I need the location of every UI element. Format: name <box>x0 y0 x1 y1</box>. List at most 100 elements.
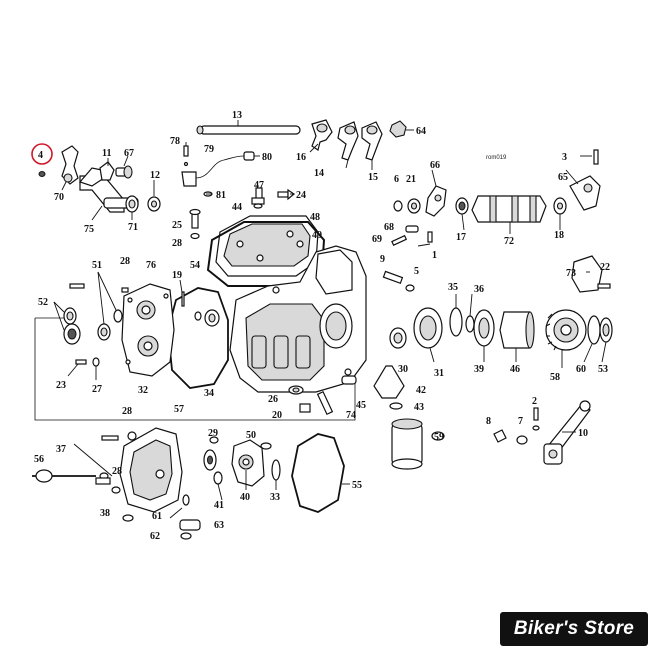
callout-18: 18 <box>554 230 564 241</box>
middle-small-parts <box>288 365 445 470</box>
callout-21: 21 <box>406 174 416 185</box>
callout-10: 10 <box>578 428 588 439</box>
nut-64 <box>389 120 414 138</box>
callout-69: 69 <box>372 234 382 245</box>
callout-33: 33 <box>270 492 280 503</box>
callout-2: 2 <box>532 396 537 407</box>
callout-78: 78 <box>170 136 180 147</box>
callout-60: 60 <box>576 364 586 375</box>
callout-58: 58 <box>550 372 560 383</box>
highlight-circle <box>31 143 53 165</box>
callout-72: 72 <box>504 236 514 247</box>
callout-52: 52 <box>38 297 48 308</box>
callout-34: 34 <box>204 388 214 399</box>
callout-57: 57 <box>174 404 184 415</box>
callout-26: 26 <box>268 394 278 405</box>
callout-27: 27 <box>92 384 102 395</box>
callout-62: 62 <box>150 531 160 542</box>
callout-14: 14 <box>314 168 324 179</box>
callout-39: 39 <box>474 364 484 375</box>
callout-75: 75 <box>84 224 94 235</box>
top-cover-48 <box>215 215 319 277</box>
shifter-forks <box>309 119 383 170</box>
callout-30: 30 <box>398 364 408 375</box>
callout-67: 67 <box>124 148 134 159</box>
callout-71: 71 <box>128 222 138 233</box>
callout-65: 65 <box>558 172 568 183</box>
callout-80: 80 <box>262 152 272 163</box>
callout-56: 56 <box>34 454 44 465</box>
callout-73: 73 <box>566 268 576 279</box>
callout-43: 43 <box>414 402 424 413</box>
callout-54: 54 <box>190 260 200 271</box>
callout-32: 32 <box>138 385 148 396</box>
callout-36: 36 <box>474 284 484 295</box>
callout-59: 59 <box>434 432 444 443</box>
callout-17: 17 <box>456 232 466 243</box>
callout-19: 19 <box>172 270 182 281</box>
callout-79: 79 <box>204 144 214 155</box>
callout-28b: 28 <box>120 256 130 267</box>
callout-37: 37 <box>56 444 66 455</box>
callout-31: 31 <box>434 368 444 379</box>
callout-15: 15 <box>368 172 378 183</box>
sensor-and-small-fasteners <box>181 142 296 240</box>
lower-middle-parts <box>203 433 350 513</box>
kicker-arm-parts <box>493 400 591 465</box>
shift-linkage-parts <box>38 145 161 221</box>
callout-23: 23 <box>56 380 66 391</box>
callout-50: 50 <box>246 430 256 441</box>
callout-46: 46 <box>510 364 520 375</box>
callout-7: 7 <box>518 416 523 427</box>
callout-29: 29 <box>208 428 218 439</box>
shift-drum-parts <box>391 149 601 247</box>
callout-64: 64 <box>416 126 426 137</box>
callout-3: 3 <box>562 152 567 163</box>
callout-20: 20 <box>272 410 282 421</box>
callout-45: 45 <box>356 400 366 411</box>
callout-74: 74 <box>346 410 356 421</box>
callout-53: 53 <box>598 364 608 375</box>
shaft-13 <box>196 120 301 135</box>
callout-70: 70 <box>54 192 64 203</box>
brand-logo-text: Biker's Store <box>513 618 635 639</box>
bearing-plate-76 <box>121 283 175 377</box>
callout-labels: 4 70 75 11 67 12 71 13 78 79 80 81 47 44… <box>34 110 610 542</box>
callout-40: 40 <box>240 492 250 503</box>
callout-16: 16 <box>296 152 306 163</box>
callout-55: 55 <box>352 480 362 491</box>
callout-8: 8 <box>486 416 491 427</box>
brand-logo: Biker's Store <box>500 612 648 646</box>
callout-28a: 28 <box>172 238 182 249</box>
callout-66: 66 <box>430 160 440 171</box>
callout-51: 51 <box>92 260 102 271</box>
callout-13: 13 <box>232 110 242 121</box>
callout-1: 1 <box>432 250 437 261</box>
callout-48: 48 <box>310 212 320 223</box>
callout-12: 12 <box>150 170 160 181</box>
callout-63: 63 <box>214 520 224 531</box>
callout-4: 4 <box>38 150 43 161</box>
callout-49: 49 <box>312 230 322 241</box>
callout-28d: 28 <box>112 466 122 477</box>
callout-38: 38 <box>100 508 110 519</box>
callout-41: 41 <box>214 500 224 511</box>
callout-11: 11 <box>102 148 111 159</box>
callout-81: 81 <box>216 190 226 201</box>
side-cover-57 <box>119 427 183 513</box>
reference-code: rom019 <box>486 155 507 161</box>
callout-5: 5 <box>414 266 419 277</box>
callout-9: 9 <box>380 254 385 265</box>
callout-44: 44 <box>232 202 242 213</box>
callout-25: 25 <box>172 220 182 231</box>
lower-left-parts <box>32 431 201 540</box>
callout-6: 6 <box>394 174 399 185</box>
callout-22: 22 <box>600 262 610 273</box>
mainshaft-and-gears <box>382 255 613 368</box>
callout-61: 61 <box>152 511 162 522</box>
gasket-54 <box>167 287 229 389</box>
transmission-case <box>229 245 367 393</box>
left-seals-and-bearings <box>53 271 220 380</box>
callout-35: 35 <box>448 282 458 293</box>
